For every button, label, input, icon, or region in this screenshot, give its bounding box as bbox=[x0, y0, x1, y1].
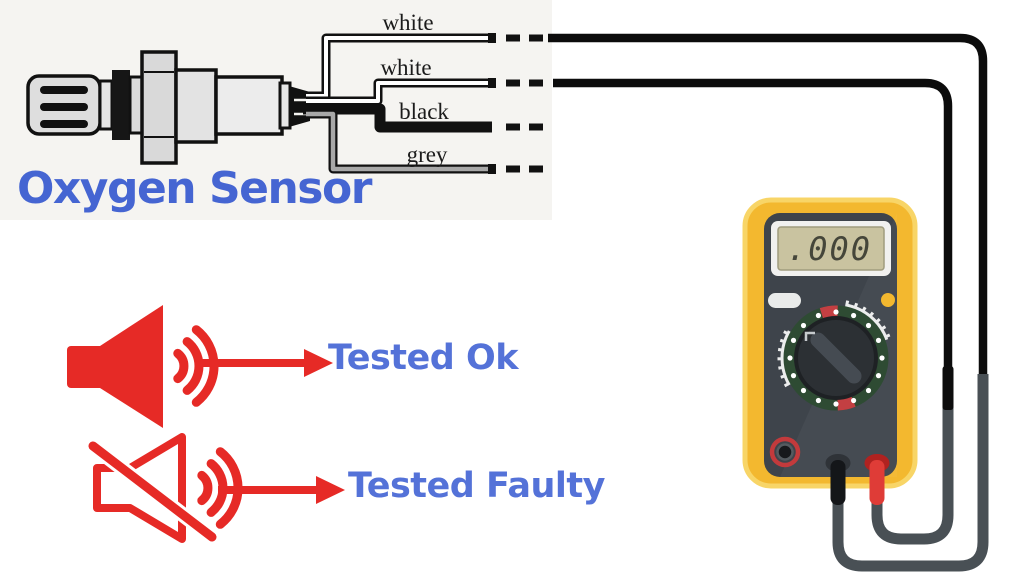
black-jack-plug bbox=[825, 454, 851, 505]
dial-knob-pointer bbox=[810, 332, 862, 384]
wire-label-grey: grey bbox=[407, 142, 448, 167]
arrow-tested-faulty bbox=[218, 476, 345, 504]
wire-label-white-1: white bbox=[382, 10, 433, 35]
probe-lead-outer bbox=[832, 374, 989, 572]
dial-tick-dots bbox=[787, 309, 885, 407]
dial-gear-teeth-right bbox=[845, 300, 891, 340]
probe-sleeve bbox=[942, 366, 954, 410]
sensor-spacer-ring bbox=[98, 79, 114, 131]
power-led bbox=[881, 293, 895, 307]
wire-label-black: black bbox=[399, 99, 449, 124]
signal-cable-inner bbox=[553, 78, 953, 374]
speaker-muted-icon bbox=[88, 433, 243, 543]
wire-label-white-2: white bbox=[380, 55, 431, 80]
arrow-tested-ok bbox=[200, 349, 333, 377]
speaker-on-icon bbox=[67, 305, 219, 428]
sensor-gasket-band bbox=[112, 70, 130, 140]
sensor-cylinder-step bbox=[278, 81, 292, 130]
sensor-washer bbox=[128, 75, 144, 135]
probe-lead-inner bbox=[871, 406, 954, 545]
red-jack-plug bbox=[864, 454, 890, 505]
sensor-tip-slot bbox=[40, 103, 88, 111]
rotary-dial bbox=[777, 300, 891, 411]
dial-red-mark-bottom bbox=[837, 394, 856, 411]
signal-cable-outer bbox=[548, 33, 988, 378]
sensor-wires: white white black grey bbox=[303, 10, 545, 174]
dial-knob-mark bbox=[804, 331, 815, 341]
lcd-screen bbox=[777, 226, 885, 271]
wire-white-second bbox=[306, 78, 545, 106]
com-port-hole bbox=[776, 443, 794, 461]
wire-grey bbox=[306, 109, 545, 174]
wire-white-top bbox=[306, 33, 545, 101]
dial-gear-teeth-left bbox=[777, 328, 790, 388]
sensor-neck bbox=[289, 86, 310, 127]
sensor-tip-slot bbox=[40, 120, 88, 128]
oxygen-sensor-title: Oxygen Sensor bbox=[17, 163, 372, 214]
hold-button bbox=[768, 293, 801, 308]
sensor-upper-body bbox=[174, 68, 218, 144]
tested-faulty-label: Tested Faulty bbox=[348, 466, 605, 506]
oxygen-sensor-illustration bbox=[26, 50, 310, 165]
multimeter-illustration: .000 bbox=[742, 197, 918, 505]
test-cables bbox=[548, 33, 989, 572]
lcd-display-value: .000 bbox=[787, 230, 872, 268]
sensor-hex-nut bbox=[140, 50, 178, 165]
wire-black bbox=[303, 103, 545, 133]
tested-ok-label: Tested Ok bbox=[328, 338, 519, 378]
sensor-cylinder bbox=[214, 75, 284, 136]
mute-slash bbox=[88, 441, 217, 542]
sensor-tip-slot bbox=[40, 86, 88, 94]
